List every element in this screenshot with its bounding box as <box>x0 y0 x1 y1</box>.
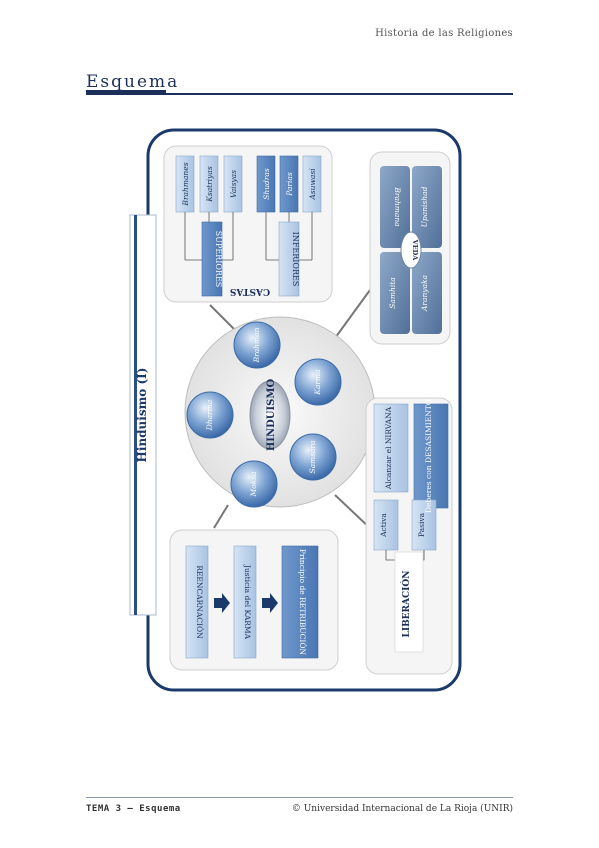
liberacion-panel: Alcanzar el NIRVANA Deberes con DESASIMI… <box>365 397 453 675</box>
footer-rule <box>86 797 513 798</box>
casta-vaisyas: Vaisyas <box>229 170 238 198</box>
center-hinduismo: HINDUISMO <box>266 379 277 452</box>
section-rule-accent <box>86 90 166 94</box>
connector-cycle <box>213 504 229 529</box>
footer-topic: TEMA 3 – Esquema <box>86 804 181 814</box>
liberacion-pasiva-result: Deberes con DESASIMIENTO <box>424 399 433 513</box>
cycle-reencarnacion: REENCARNACIÓN <box>195 565 204 639</box>
casta-ksatriyas: Ksatriyas <box>205 166 214 203</box>
castas-superiores: SUPERIORES <box>214 231 223 288</box>
casta-shudras: Shudras <box>262 168 271 200</box>
concept-moksa: Moksa <box>249 471 258 497</box>
liberacion-pasiva: Pasiva <box>417 512 426 537</box>
veda-panel: Brahmana Upanishad Samhita Aranyaka VEDA <box>369 151 451 345</box>
casta-parias: Parias <box>285 172 294 197</box>
connector-castas <box>209 304 236 331</box>
veda-upanishad: Upanishad <box>420 186 429 227</box>
casta-asuwasi: Asuwasi <box>308 168 317 201</box>
footer-copyright: © Universidad Internacional de La Rioja … <box>291 804 513 814</box>
concept-samsara: Samsara <box>308 440 317 473</box>
castas-panel: Brahmanes Ksatriyas Vaisyas Shudras Pari… <box>163 145 333 303</box>
arrow-right-icon <box>214 593 230 613</box>
veda-center: VEDA <box>411 239 419 262</box>
casta-brahmanes: Brahmanes <box>181 162 190 206</box>
section-rule <box>86 93 513 95</box>
liberacion-title: LIBERACIÓN <box>400 571 412 638</box>
concept-brahman: Brahman <box>252 327 261 363</box>
veda-samhita: Samhita <box>388 277 397 308</box>
diagram-title: Hinduismo (I) <box>135 368 149 463</box>
veda-aranyaka: Aranyaka <box>420 275 429 312</box>
veda-brahmana: Brahmana <box>393 186 402 226</box>
cycle-justicia-karma: Justicia del KARMA <box>243 564 252 640</box>
concept-dharma: Dharma <box>205 400 214 431</box>
arrow-right-icon <box>262 593 278 613</box>
cycle-principio-retribucion: Principio de RETRIBUCIÓN <box>298 549 307 656</box>
concept-karma: Karma <box>313 369 322 395</box>
liberacion-activa: Activa <box>379 513 388 538</box>
castas-inferiores: INFERIORES <box>291 232 300 287</box>
cycle-panel: REENCARNACIÓN Justicia del KARMA Princip… <box>169 529 339 671</box>
header-book-title: Historia de las Religiones <box>375 28 513 39</box>
castas-title: CASTAS <box>230 286 270 296</box>
liberacion-activa-result: Alcanzar el NIRVANA <box>384 406 393 490</box>
section-title: Esquema <box>86 72 180 92</box>
title-panel-accent <box>134 215 137 615</box>
central-plate: HINDUISMO Brahman Karma Samsara Moksa Dh… <box>184 316 376 508</box>
